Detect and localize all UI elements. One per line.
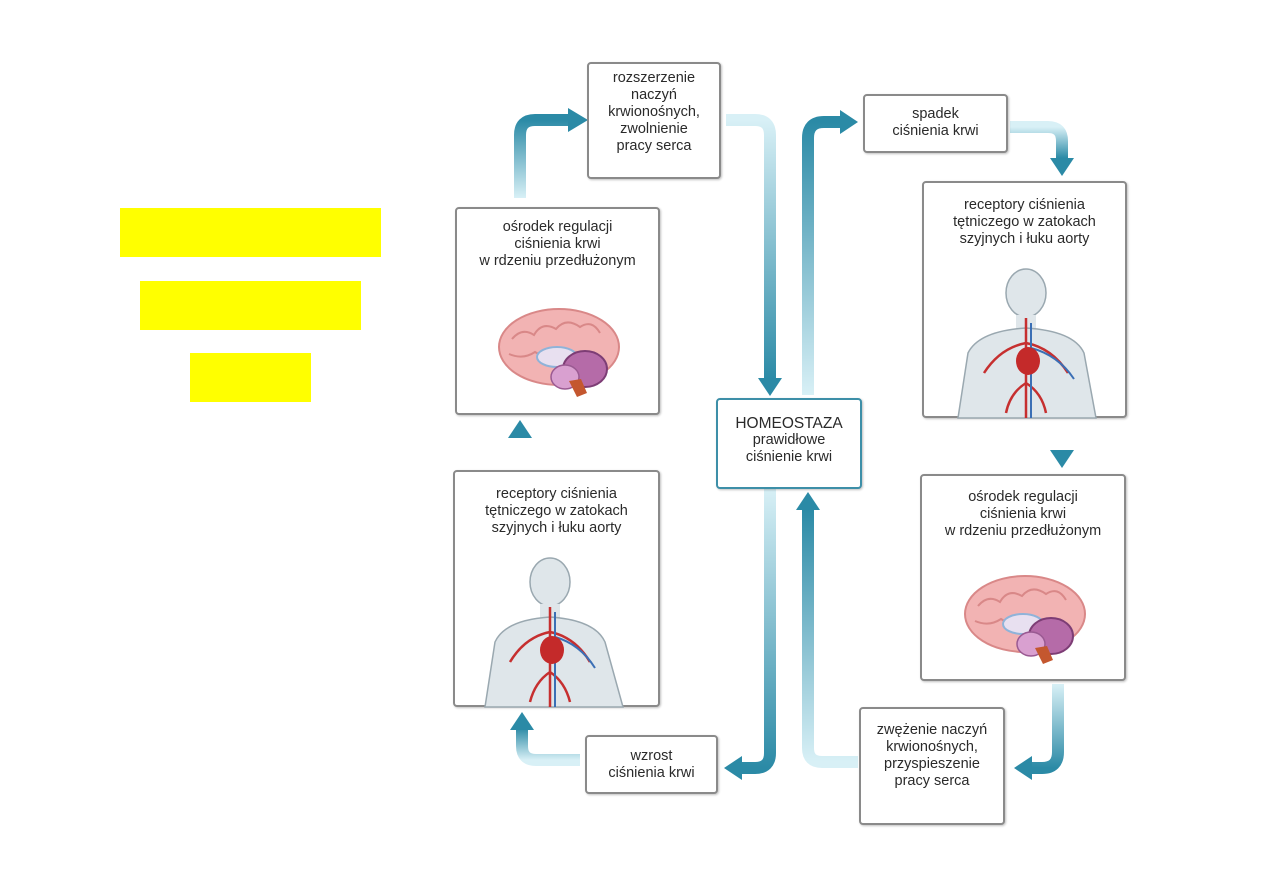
- right-receptors-line-3: szyjnych i łuku aorty: [959, 231, 1090, 247]
- left-top-line-2: naczyń: [631, 87, 677, 103]
- arrow-brain-to-top-left: [514, 114, 568, 198]
- left-top-line-3: krwionośnych,: [608, 104, 700, 120]
- left-top-line-4: zwolnienie: [620, 121, 688, 137]
- left-stimulus-line-2: ciśnienia krwi: [608, 765, 695, 781]
- human-body-icon: [484, 557, 624, 708]
- left-brain-line-2: ciśnienia krwi: [514, 236, 601, 252]
- left-top-line-5: pracy serca: [616, 138, 692, 154]
- right-receptors-box: receptory ciśnienia tętniczego w zatokac…: [922, 181, 1127, 419]
- homeostaza-box: HOMEOSTAZA prawidłowe ciśnienie krwi: [716, 398, 862, 489]
- arrow-effector-to-homeostaza: [802, 510, 858, 768]
- right-brain-line-3: w rdzeniu przedłużonym: [944, 523, 1102, 539]
- arrow-homeostaza-to-wzrost: [742, 488, 776, 774]
- left-receptors-line-3: szyjnych i łuku aorty: [491, 520, 622, 536]
- right-stimulus-line-1: spadek: [912, 106, 959, 122]
- left-top-line-1: rozszerzenie: [612, 70, 696, 86]
- left-stimulus-box: wzrost ciśnienia krwi: [585, 735, 718, 794]
- left-stimulus-line-1: wzrost: [630, 748, 673, 764]
- brain-icon: [964, 575, 1086, 664]
- arrow-homeostaza-to-spadek: [802, 116, 840, 395]
- right-brain-line-2: ciśnienia krwi: [979, 506, 1067, 522]
- right-stimulus-line-2: ciśnienia krwi: [892, 123, 979, 139]
- right-brain-line-1: ośrodek regulacji: [968, 489, 1078, 505]
- left-brain-line-3: w rdzeniu przedłużonym: [479, 253, 636, 269]
- left-receptors-box: receptory ciśnienia tętniczego w zatokac…: [453, 470, 660, 708]
- homeostaza-line-1: HOMEOSTAZA: [735, 415, 843, 432]
- arrow-brain-to-effector-right: [1030, 684, 1064, 774]
- right-stimulus-box: spadek ciśnienia krwi: [863, 94, 1008, 153]
- left-brain-box: ośrodek regulacji ciśnienia krwi w rdzen…: [455, 207, 660, 415]
- right-brain-box: ośrodek regulacji ciśnienia krwi w rdzen…: [920, 474, 1126, 681]
- right-effector-line-1: zwężenie naczyń: [876, 722, 988, 738]
- homeostaza-line-2: prawidłowe: [752, 432, 826, 448]
- left-receptors-line-2: tętniczego w zatokach: [485, 503, 628, 519]
- right-receptors-line-1: receptory ciśnienia: [964, 197, 1085, 213]
- yellow-highlight-bar-2: [140, 281, 361, 330]
- left-receptors-line-1: receptory ciśnienia: [496, 486, 617, 502]
- right-effector-line-2: krwionośnych,: [886, 739, 978, 755]
- brain-icon: [498, 308, 620, 397]
- yellow-highlight-bar-1: [120, 208, 381, 257]
- left-brain-line-1: ośrodek regulacji: [502, 219, 613, 235]
- left-top-box: rozszerzenie naczyń krwionośnych, zwolni…: [587, 62, 721, 179]
- yellow-highlight-bar-3: [190, 353, 311, 402]
- right-effector-line-4: pracy serca: [894, 773, 970, 789]
- right-effector-box: zwężenie naczyń krwionośnych, przyspiesz…: [859, 707, 1005, 825]
- homeostaza-line-3: ciśnienie krwi: [745, 449, 833, 465]
- arrow-top-left-to-homeostaza: [726, 114, 776, 380]
- right-effector-line-3: przyspieszenie: [884, 756, 980, 772]
- human-body-icon: [957, 268, 1097, 419]
- arrow-wzrost-to-receptors-left: [516, 728, 580, 766]
- arrow-spadek-to-receptors-right: [1010, 121, 1068, 158]
- right-receptors-line-2: tętniczego w zatokach: [953, 214, 1096, 230]
